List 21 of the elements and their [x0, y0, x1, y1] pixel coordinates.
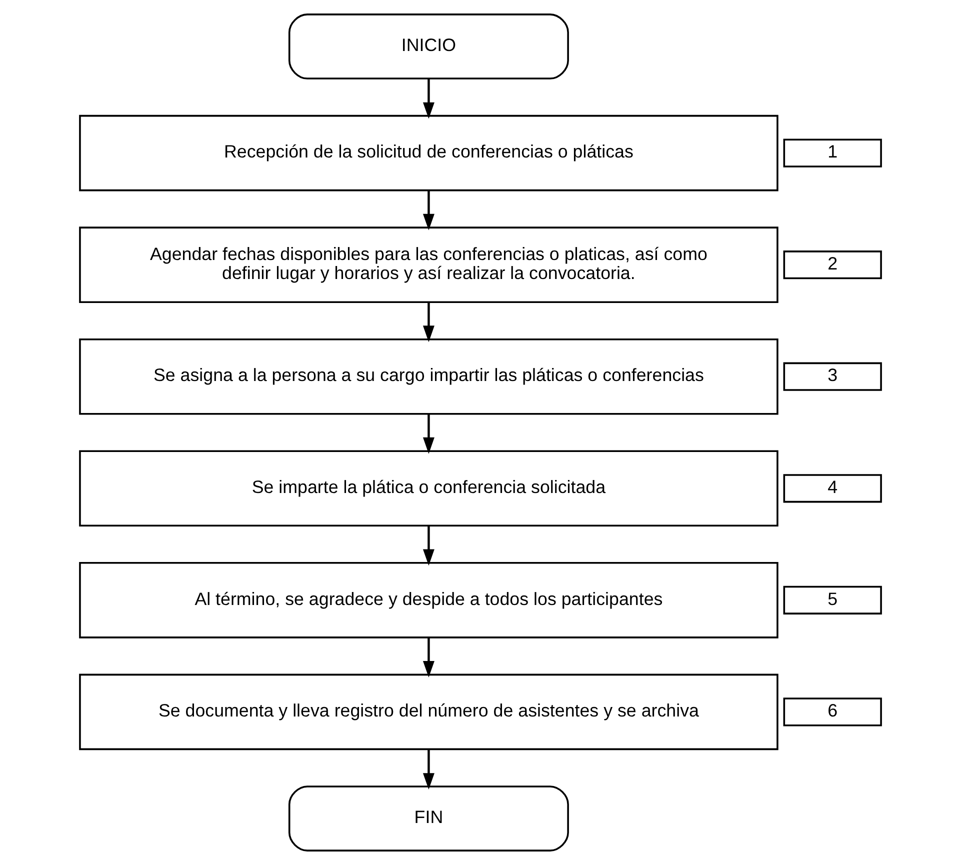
- node-box: Se imparte la plática o conferencia solicitada: [79, 450, 778, 527]
- node-box: 1: [783, 138, 882, 168]
- node-box: FIN: [288, 786, 569, 852]
- node-box: 6: [783, 698, 882, 726]
- node-box: 3: [783, 362, 882, 391]
- arrow: [422, 79, 434, 119]
- arrow: [422, 190, 434, 230]
- arrow: [422, 526, 434, 566]
- node-box: INICIO: [288, 14, 569, 80]
- arrow: [422, 750, 434, 790]
- node-box: Se documenta y lleva registro del número de asistentes y se archiva: [79, 674, 778, 750]
- node-box: 2: [783, 250, 882, 280]
- arrow: [422, 302, 434, 342]
- node-box: 4: [783, 474, 882, 503]
- node-box: Agendar fechas disponibles para las conferencias o platicas, así como definir lugar y horarios y así realizar la convocatoria.: [79, 226, 778, 303]
- arrow: [422, 638, 434, 678]
- node-box: 5: [783, 586, 882, 614]
- node-box: Recepción de la solicitud de conferencias o pláticas: [79, 114, 778, 192]
- node-box: Al término, se agradece y despide a todos los participantes: [79, 562, 778, 638]
- arrow: [422, 414, 434, 454]
- node-box: Se asigna a la persona a su cargo impartir las pláticas o conferencias: [79, 338, 778, 415]
